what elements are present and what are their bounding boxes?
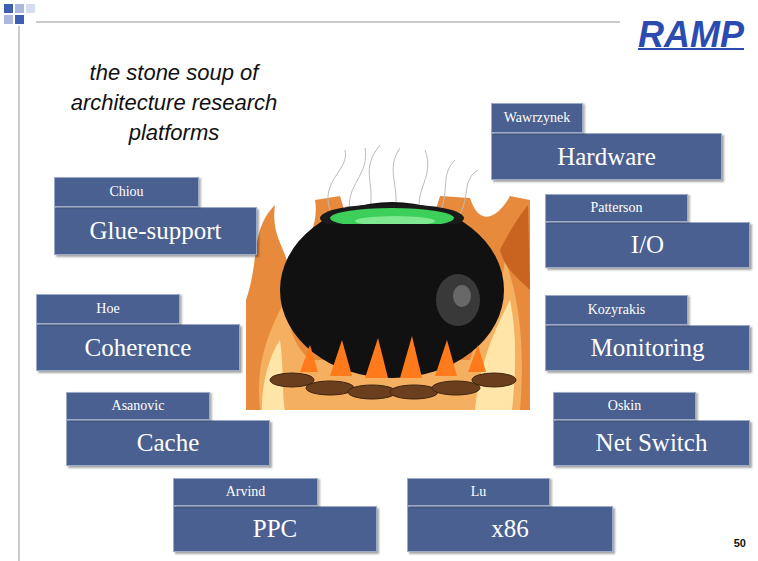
role-box: Net Switch [553,420,750,466]
role-text: Cache [137,429,199,457]
role-box: Hardware [491,133,722,180]
name-tab: Oskin [553,392,696,420]
role-box: Cache [66,420,270,466]
platform-box: Net SwitchOskin [553,420,750,466]
name-tab: Wawrzynek [491,103,583,133]
platform-box: CacheAsanovic [66,420,270,466]
cauldron-illustration [246,145,530,410]
name-text: Wawrzynek [504,110,571,126]
logo: RAMP [638,14,744,56]
platform-box: PPCArvind [173,506,377,552]
name-text: Hoe [96,301,119,317]
role-box: Glue-support [54,207,257,255]
name-text: Asanovic [112,398,165,414]
role-text: PPC [253,515,297,543]
name-tab: Chiou [54,177,199,207]
name-text: Arvind [226,484,266,500]
name-text: Kozyrakis [588,302,646,318]
name-tab: Arvind [173,478,318,506]
role-text: x86 [491,515,529,543]
name-tab: Asanovic [66,392,210,420]
name-text: Patterson [590,200,642,216]
platform-box: HardwareWawrzynek [491,133,722,180]
name-text: Chiou [109,184,143,200]
role-text: Coherence [85,334,192,362]
role-box: x86 [407,506,613,552]
platform-box: Glue-supportChiou [54,207,257,255]
role-text: Monitoring [591,334,705,362]
name-tab: Kozyrakis [545,295,688,325]
page-number: 50 [734,537,746,549]
role-box: Monitoring [545,325,750,371]
name-tab: Hoe [36,294,180,324]
role-text: Net Switch [596,429,708,457]
platform-box: I/OPatterson [545,222,750,268]
role-text: Glue-support [90,217,222,245]
name-text: Lu [471,484,487,500]
name-text: Oskin [608,398,641,414]
role-box: Coherence [36,324,240,371]
name-tab: Lu [407,478,550,506]
role-box: PPC [173,506,377,552]
platform-box: MonitoringKozyrakis [545,325,750,371]
name-tab: Patterson [545,194,688,222]
role-text: Hardware [557,143,656,171]
platform-box: x86Lu [407,506,613,552]
slide-title: the stone soup of architecture research … [58,58,290,148]
platform-box: CoherenceHoe [36,324,240,371]
role-box: I/O [545,222,750,268]
role-text: I/O [631,231,664,259]
